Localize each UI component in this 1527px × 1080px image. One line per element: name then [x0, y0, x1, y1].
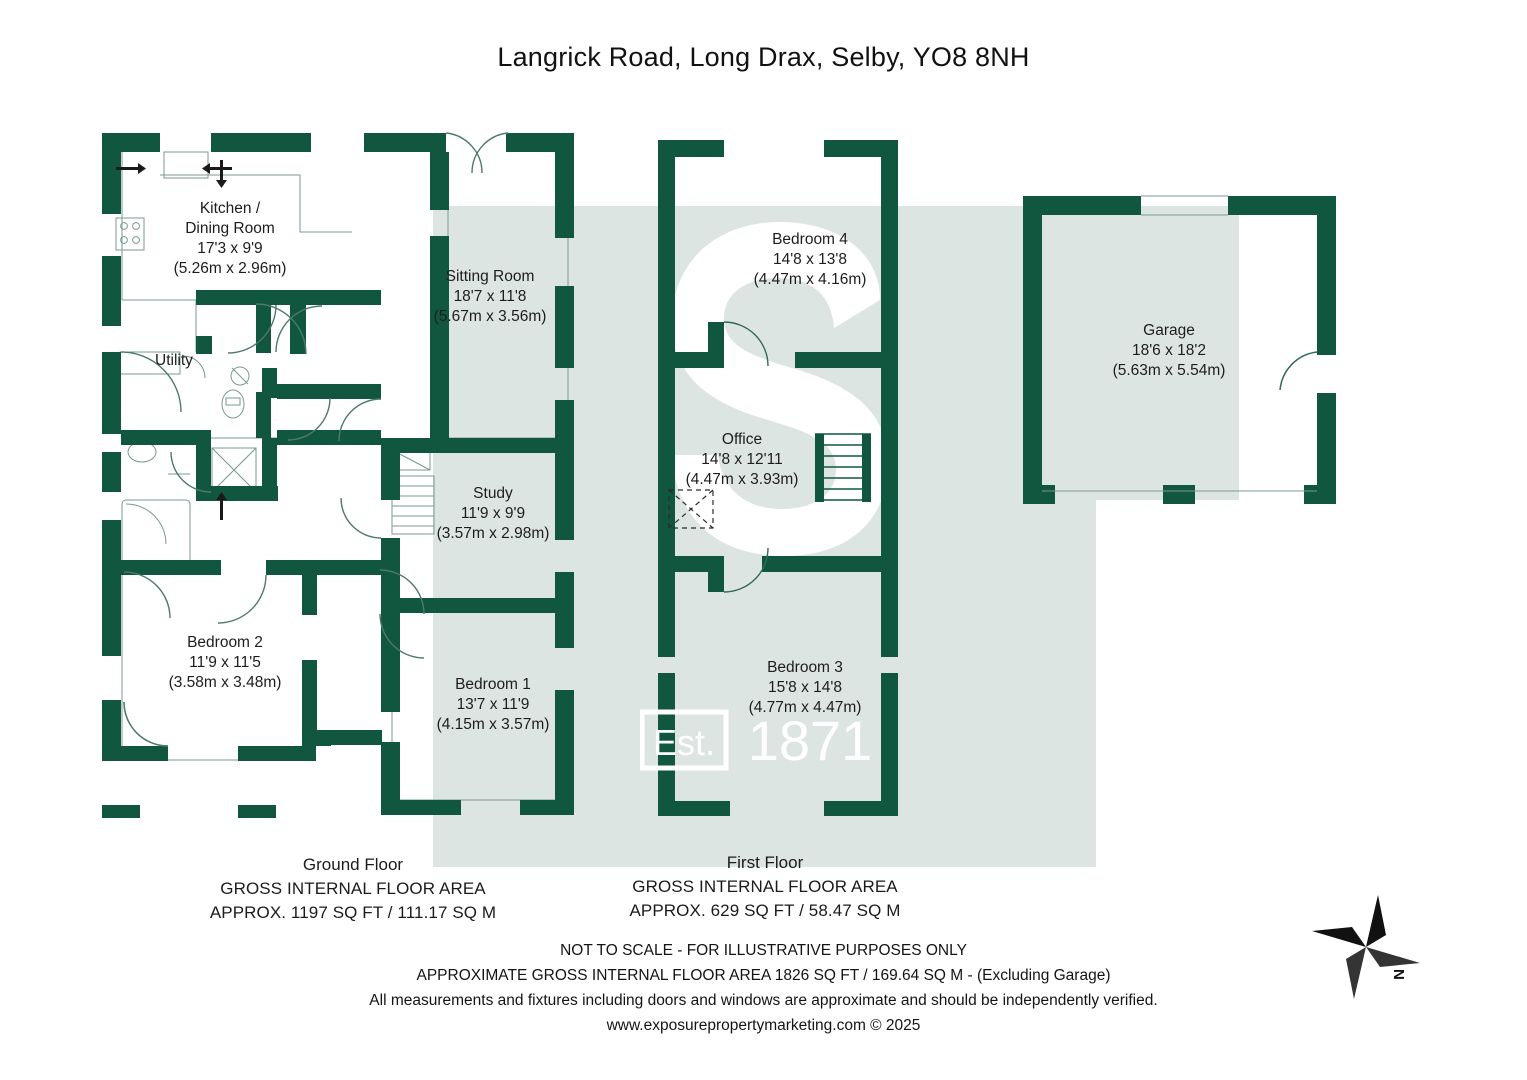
- room-label-bedroom-4: Bedroom 4 14'8 x 13'8 (4.47m x 4.16m): [753, 231, 867, 289]
- disclaimer-block: NOT TO SCALE - FOR ILLUSTRATIVE PURPOSES…: [0, 938, 1527, 1038]
- room-label-study: Study 11'9 x 9'9 (3.57m x 2.98m): [436, 485, 550, 543]
- room-label-bedroom-3: Bedroom 3 15'8 x 14'8 (4.77m x 4.47m): [748, 659, 862, 717]
- watermark-year-label: 1871: [748, 709, 873, 772]
- disclaimer-line-2: APPROXIMATE GROSS INTERNAL FLOOR AREA 18…: [416, 967, 1111, 985]
- garage-plan: [1023, 195, 1336, 504]
- page-title: Langrick Road, Long Drax, Selby, YO8 8NH: [497, 42, 1030, 72]
- ground-floor-doors: [120, 132, 509, 747]
- disclaimer-website: www.exposurepropertymarketing.com © 2025: [606, 1017, 921, 1035]
- garage-door-swing: [1279, 351, 1318, 391]
- room-label-bedroom-2: Bedroom 2 11'9 x 11'5 (3.58m x 3.48m): [168, 634, 282, 692]
- room-label-office: Office 14'8 x 12'11 (4.47m x 3.93m): [685, 431, 799, 489]
- ground-floor-plan: [102, 132, 574, 818]
- compass-north-label: N: [1390, 969, 1407, 980]
- room-label-garage: Garage 18'6 x 18'2 (5.63m x 5.54m): [1112, 322, 1226, 380]
- watermark-est-1871: Est. 1871: [640, 709, 873, 772]
- first-floor-doors: [723, 321, 769, 593]
- garage-walls: [1023, 196, 1336, 504]
- first-floor-caption: First Floor GROSS INTERNAL FLOOR AREA AP…: [629, 853, 901, 921]
- room-label-sitting-room: Sitting Room 18'7 x 11'8 (5.67m x 3.56m): [433, 268, 547, 326]
- first-floor-plan: [658, 140, 898, 816]
- watermark-est-label: Est.: [653, 722, 715, 763]
- room-label-utility: Utility: [155, 352, 193, 369]
- ground-floor-caption: Ground Floor GROSS INTERNAL FLOOR AREA A…: [209, 855, 497, 923]
- room-label-bedroom-1: Bedroom 1 13'7 x 11'9 (4.15m x 3.57m): [436, 676, 550, 734]
- disclaimer-line-1: NOT TO SCALE - FOR ILLUSTRATIVE PURPOSES…: [560, 942, 967, 959]
- staircase-first-floor: [815, 433, 871, 501]
- compass-rose: N: [1312, 895, 1420, 999]
- room-label-kitchen-dining: Kitchen / Dining Room 17'3 x 9'9 (5.26m …: [173, 200, 287, 278]
- first-floor-walls: [658, 140, 898, 816]
- loft-hatch: [668, 489, 714, 529]
- direction-arrows: [116, 160, 232, 520]
- disclaimer-line-3: All measurements and fixtures including …: [369, 992, 1158, 1010]
- garage-hairlines: [1042, 195, 1317, 492]
- watermark-monogram-s: [672, 222, 888, 556]
